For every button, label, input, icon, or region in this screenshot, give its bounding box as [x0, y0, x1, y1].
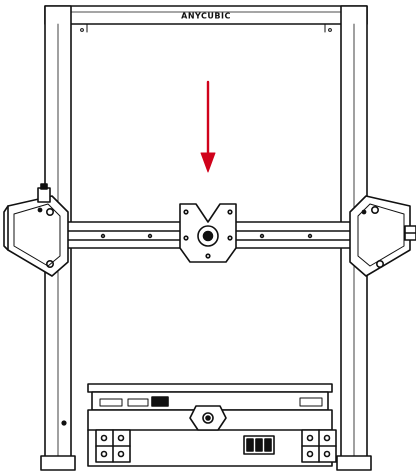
corner-brackets	[70, 23, 342, 33]
right-gantry-end	[349, 195, 416, 277]
control-knobs	[243, 435, 275, 455]
left-gantry-end	[3, 183, 69, 277]
down-arrow-icon	[200, 80, 216, 173]
print-head-carriage	[179, 203, 237, 263]
right-feet-modules	[301, 429, 337, 463]
brand-logo: ANYCUBIC	[181, 12, 231, 21]
left-feet-modules	[95, 429, 131, 463]
